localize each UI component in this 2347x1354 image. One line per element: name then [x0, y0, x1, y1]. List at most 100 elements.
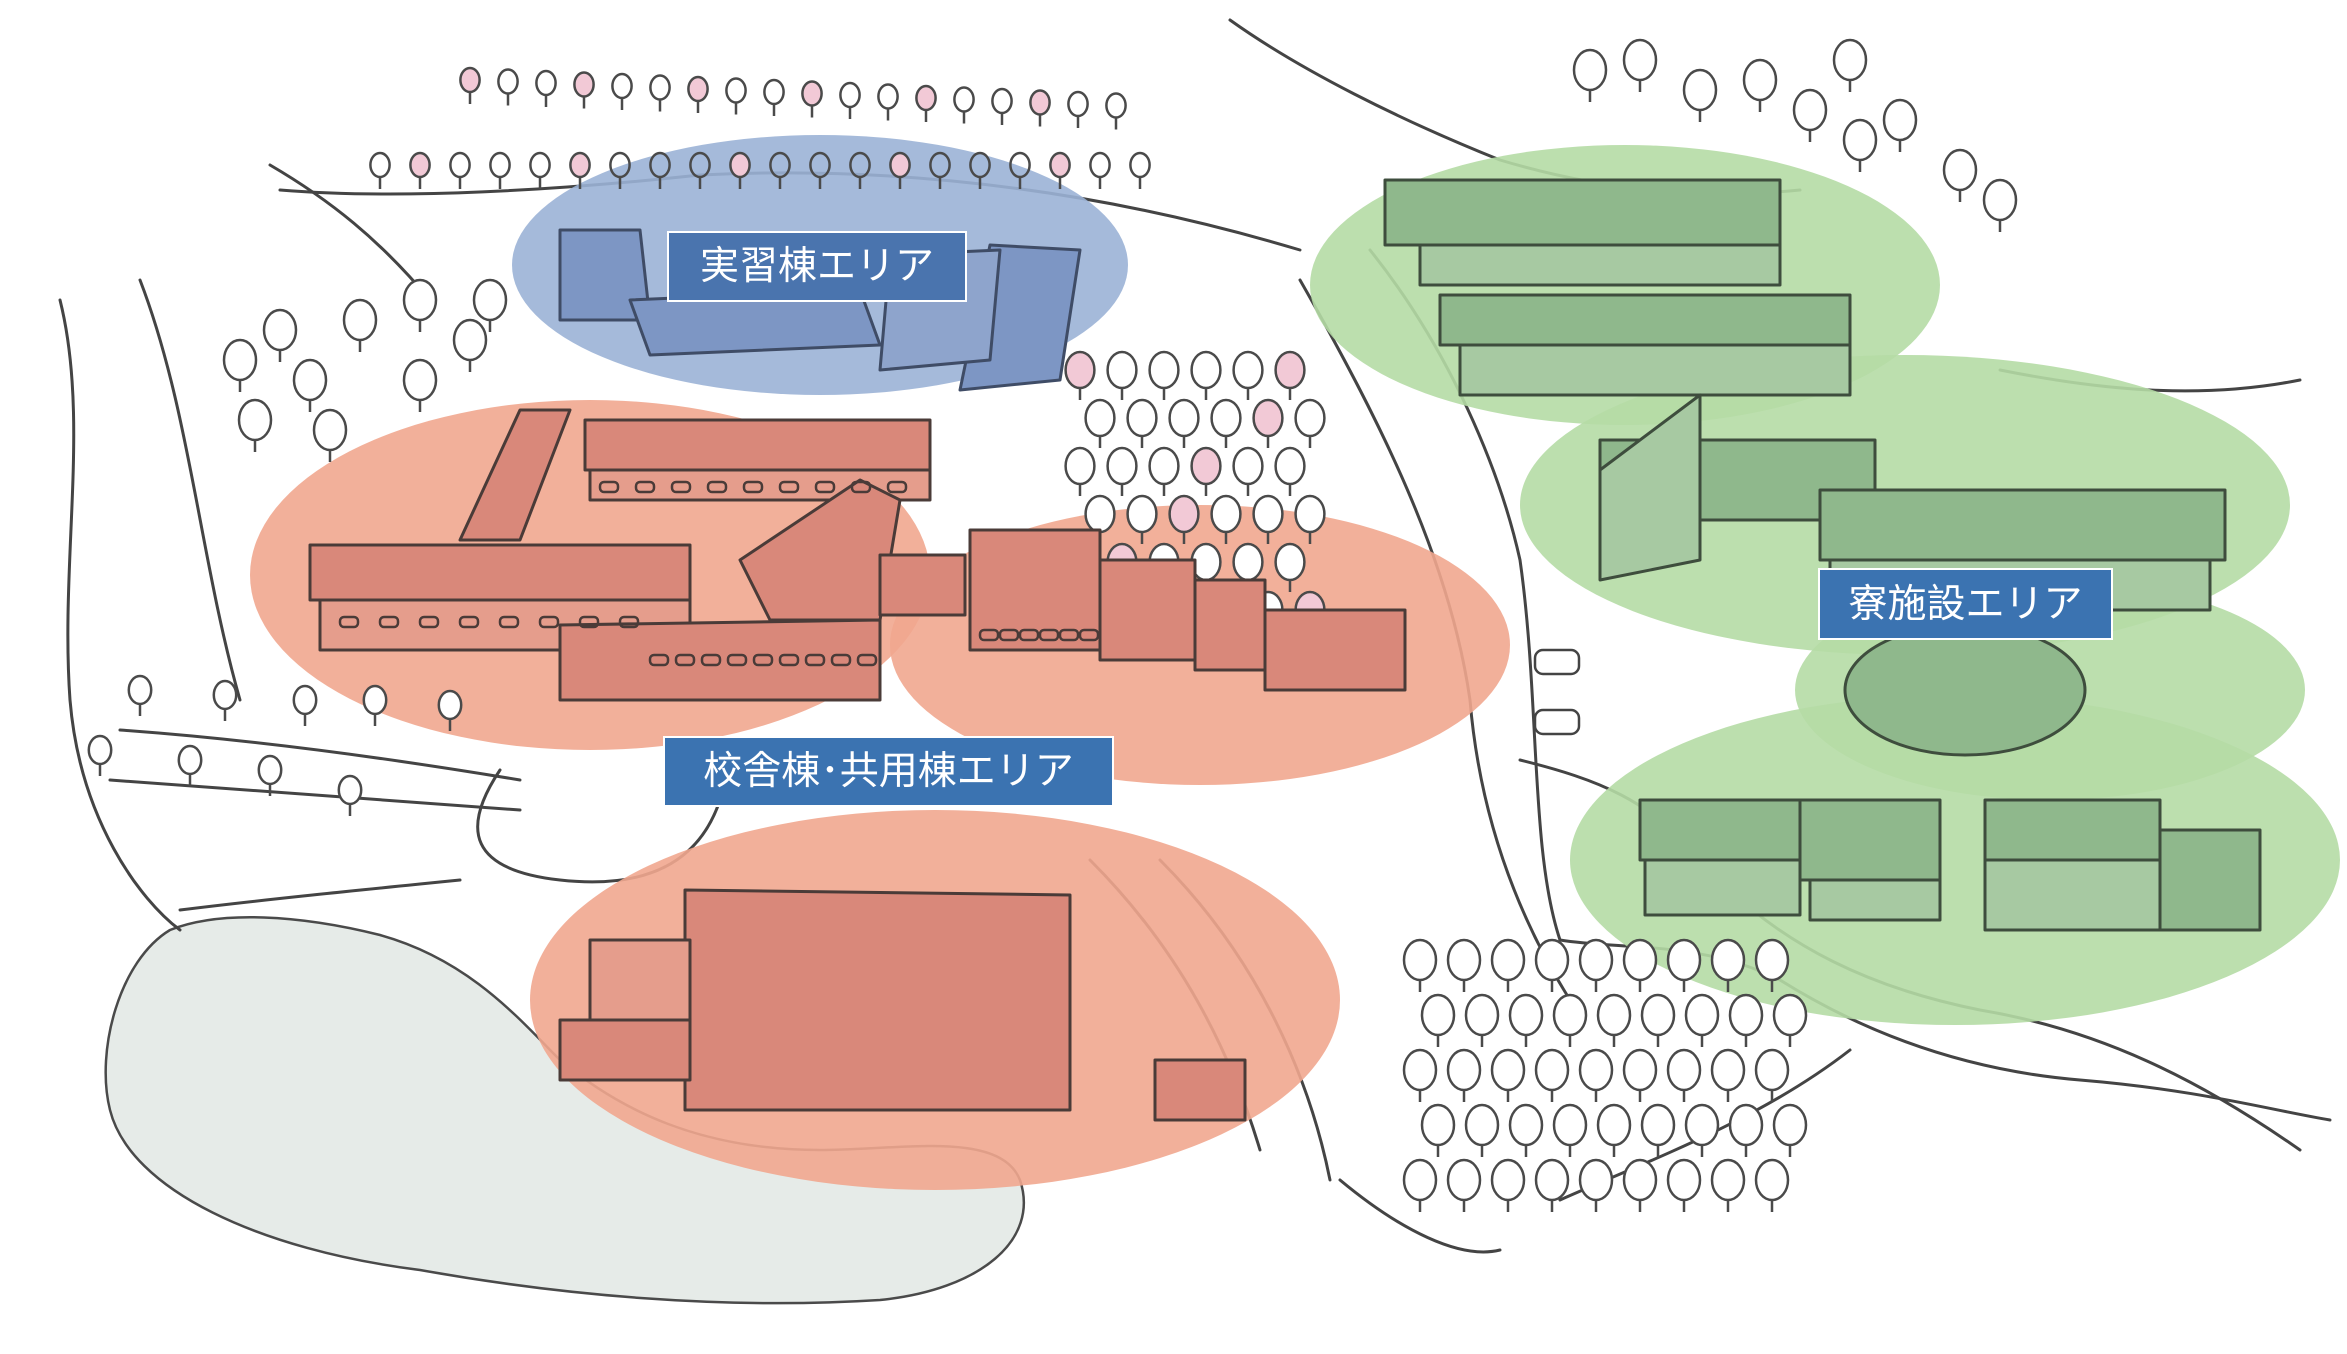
- tree: [1168, 494, 1200, 534]
- building-window: [648, 653, 670, 667]
- tree: [1274, 542, 1306, 582]
- building-window: [998, 628, 1020, 642]
- tree: [991, 87, 1013, 115]
- tree: [1508, 1103, 1544, 1147]
- tree: [1842, 118, 1878, 162]
- tree: [127, 674, 153, 706]
- tree: [1710, 938, 1746, 982]
- building-window: [706, 480, 728, 494]
- tree: [292, 684, 318, 716]
- tree: [237, 398, 273, 442]
- tree: [1252, 494, 1284, 534]
- tree: [1126, 398, 1158, 438]
- pond: [104, 916, 1026, 1305]
- building-window: [498, 615, 520, 629]
- tree: [369, 151, 391, 179]
- tree: [1772, 993, 1808, 1037]
- building-window: [804, 653, 826, 667]
- tree: [1666, 938, 1702, 982]
- tree: [1710, 1158, 1746, 1202]
- tree: [87, 734, 113, 766]
- tree: [1464, 993, 1500, 1037]
- tree: [1446, 938, 1482, 982]
- trees: [87, 38, 2018, 1212]
- building-window: [978, 628, 1000, 642]
- tree: [535, 69, 557, 97]
- tree: [1190, 350, 1222, 390]
- tree: [889, 151, 911, 179]
- tree: [1982, 178, 2018, 222]
- tree: [1832, 38, 1868, 82]
- building-window: [1038, 628, 1060, 642]
- tree: [1294, 398, 1326, 438]
- building-window: [674, 653, 696, 667]
- tree: [1420, 1103, 1456, 1147]
- tree: [449, 151, 471, 179]
- tree: [1232, 542, 1264, 582]
- practice-buildings: [558, 228, 1082, 392]
- building-window: [578, 615, 600, 629]
- tree: [1106, 350, 1138, 390]
- building-window: [850, 480, 872, 494]
- tree: [1640, 1103, 1676, 1147]
- building-window: [752, 653, 774, 667]
- tree: [402, 278, 438, 322]
- tree: [1084, 494, 1116, 534]
- tree: [1508, 993, 1544, 1037]
- tree: [1754, 938, 1790, 982]
- tree: [1622, 938, 1658, 982]
- tree: [801, 80, 823, 107]
- tree: [953, 86, 975, 113]
- tree: [1126, 494, 1158, 534]
- tree: [1682, 68, 1718, 112]
- tree: [1578, 1048, 1614, 1092]
- building-window: [618, 615, 640, 629]
- tree: [489, 151, 511, 179]
- tree: [1210, 398, 1242, 438]
- tree: [1064, 350, 1096, 390]
- building-window: [886, 480, 908, 494]
- building-window: [700, 653, 722, 667]
- building-window: [598, 480, 620, 494]
- tree: [452, 318, 488, 362]
- building-window: [634, 480, 656, 494]
- tree: [1464, 1103, 1500, 1147]
- tree: [1190, 446, 1222, 486]
- building-window: [830, 653, 852, 667]
- tree: [1402, 1158, 1438, 1202]
- tree: [1882, 98, 1918, 142]
- tree: [1294, 494, 1326, 534]
- tree: [1490, 1048, 1526, 1092]
- tree: [1622, 1048, 1658, 1092]
- tree: [1534, 1048, 1570, 1092]
- tree: [1742, 58, 1778, 102]
- tree: [1402, 1048, 1438, 1092]
- parked-cars: [1533, 648, 1581, 736]
- building-window: [418, 615, 440, 629]
- tree: [437, 689, 463, 721]
- tree: [1572, 48, 1608, 92]
- tree: [262, 308, 298, 352]
- tree: [1792, 88, 1828, 132]
- building-window: [670, 480, 692, 494]
- building-window: [778, 480, 800, 494]
- tree: [177, 744, 203, 776]
- tree: [1728, 993, 1764, 1037]
- building-window: [778, 653, 800, 667]
- building-window: [856, 653, 878, 667]
- tree: [1534, 1158, 1570, 1202]
- tree: [1666, 1048, 1702, 1092]
- tree: [1490, 938, 1526, 982]
- tree: [1446, 1048, 1482, 1092]
- tree: [1578, 1158, 1614, 1202]
- tree: [729, 151, 751, 179]
- tree: [839, 81, 861, 109]
- tree: [1942, 148, 1978, 192]
- tree: [1754, 1048, 1790, 1092]
- tree: [1089, 151, 1111, 179]
- tree: [877, 83, 899, 110]
- building-window: [338, 615, 360, 629]
- tree: [1067, 90, 1089, 118]
- tree: [1622, 1158, 1658, 1202]
